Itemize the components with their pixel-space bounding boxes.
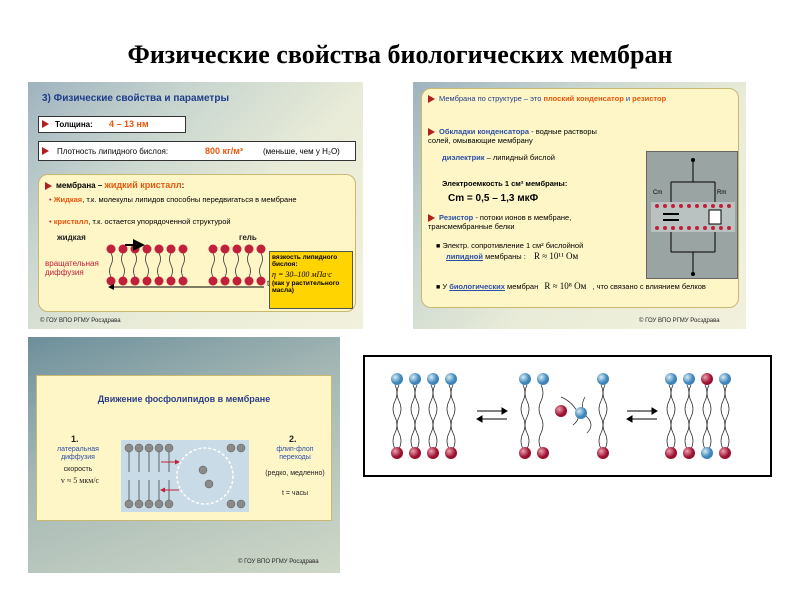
speed-label: скорость [63,466,93,473]
arrow-icon [428,95,435,104]
bio-b: биологических [449,282,505,291]
slide-physical-properties: 3) Физические свойства и параметры Толщи… [28,82,363,329]
slide3-heading: Движение фосфолипидов в мембране [97,394,271,404]
arrow-icon [42,120,49,128]
crystal-colon: : [181,181,185,190]
line1-b: плоский конденсатор [543,94,624,103]
arrow-icon [45,181,52,190]
line1-c: и [625,94,631,103]
number-1: 1. [71,434,79,444]
flip-note: (редко, медленно) [265,470,325,477]
slide-phospholipid-movement: Движение фосфолипидов в мембране 1. лате… [28,337,340,573]
resist-label-a: Электр. сопротивление 1 см² бислойной [442,241,584,250]
lipid-phase-illustration [106,239,266,290]
bilayer-right [666,384,730,450]
resist-value1: R ≈ 10¹¹ Ом [533,251,579,262]
density-value: 800 кг/м³ [205,146,243,156]
thickness-box: Толщина: 4 – 13 нм [38,116,186,133]
flipflop-illustration [391,373,731,459]
copyright-text: © ГОУ ВПО РГМУ Росздрава [639,318,720,324]
liquid-label: жидкая [57,233,86,242]
resistor-a: Резистор [439,213,474,222]
viscosity-note: (как у растительного масла) [272,280,340,294]
flip-time: t = часы [282,490,308,497]
gel-bilayer [211,252,263,278]
cm-label: Cm [653,190,663,196]
density-label: Плотность липидного бислоя: [57,147,169,156]
dielectric-b: – липидный бислой [486,153,555,162]
capacity-label: Электроемкость 1 см² мембраны: [442,179,568,188]
rotational-label: вращательная диффузия [45,259,99,278]
flip-label: флип-флоп переходы [276,446,314,462]
capacity-value: Cm = 0,5 – 1,3 мкФ [448,193,539,204]
thickness-label: Толщина: [55,120,93,129]
circuit-image: Cm Rm [646,151,738,279]
arrow-icon [428,128,435,137]
plates-a: Обкладки конденсатора [439,127,530,136]
viscosity-value: η = 30–100 мПа·с [272,270,332,279]
arrow-icon [42,147,49,155]
viscosity-label: вязкость липидного бислоя: [272,254,338,268]
copyright-text: © ГОУ ВПО РГМУ Росздрава [238,559,319,565]
crystal-text: , т.к. остается упорядоченной структурой [88,217,231,226]
resist-label-c: мембраны : [485,252,526,262]
resist-label-b: липидной [446,252,483,262]
bio-c: мембран [507,282,539,291]
crystal-box: мембрана – жидкий кристалл: • Жидкая, т.… [38,174,356,312]
bio-d: , что связано с влиянием белков [592,282,706,291]
slide1-heading: 3) Физические свойства и параметры [42,93,229,104]
page-title: Физические свойства биологических мембра… [127,40,673,69]
slide-capacitor-resistor: Мембрана по структуре – это плоский конд… [413,82,746,329]
resist-value2: R ≈ 10⁸ Ом [544,281,587,291]
bilayer-left [392,384,456,450]
capacitor-box: Мембрана по структуре – это плоский конд… [421,88,739,308]
liquid-text: , т.к. молекулы липидов способны передви… [82,195,297,204]
crystal-prefix: мембрана – [56,181,103,190]
density-note: (меньше, чем у H₂O) [263,147,340,156]
circuit-diagram [651,158,735,276]
membrane-movement-illustration [121,440,249,512]
bilayer-middle [520,384,608,450]
slide-bilayer-flipflop [363,355,772,477]
movement-panel: Движение фосфолипидов в мембране 1. лате… [36,375,332,521]
liquid-word: Жидкая [53,195,83,204]
resistor-b: - потоки ионов в мембране, трансмембранн… [428,213,572,232]
density-box: Плотность липидного бислоя: 800 кг/м³ (м… [38,141,356,161]
plates-b: - водные растворы солей, омывающие мембр… [428,127,597,146]
rm-label: Rm [717,190,727,196]
speed-value: v ≈ 5 мкм/с [60,476,100,485]
copyright-text: © ГОУ ВПО РГМУ Росздрава [40,318,121,324]
crystal-word: кристалл [53,217,89,226]
bio-a: У [442,282,448,291]
lateral-label: латеральная диффузия [57,446,99,462]
arrow-icon [428,214,435,223]
gel-label: гель [239,233,257,242]
crystal-value: жидкий кристалл [104,180,182,190]
dielectric-a: диэлектрик [442,153,485,162]
liquid-bilayer [109,252,185,278]
line1-a: Мембрана по структуре – это [439,94,542,103]
viscosity-box: вязкость липидного бислоя: η = 30–100 мП… [269,251,353,309]
thickness-value: 4 – 13 нм [109,119,149,129]
number-2: 2. [289,434,297,444]
line1-d: резистор [632,94,667,103]
